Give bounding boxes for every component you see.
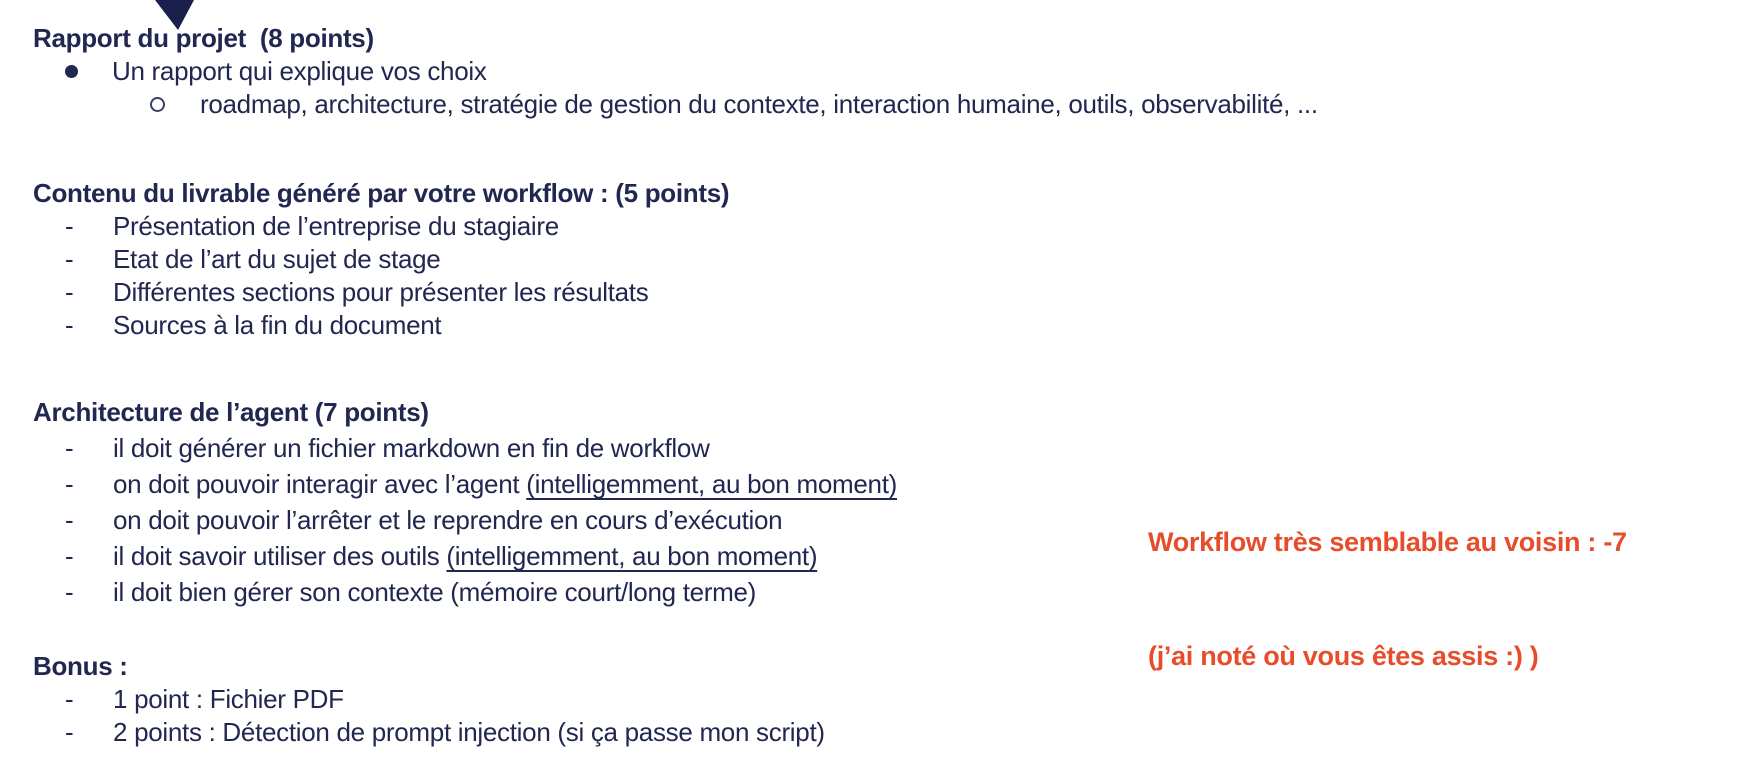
list-item: - il doit savoir utiliser des outils (in… xyxy=(33,538,1318,574)
section-architecture-agent: Architecture de l’agent (7 points) - il … xyxy=(33,394,1318,610)
list-item-text: il doit générer un fichier markdown en f… xyxy=(113,433,710,463)
list-item-text: Etat de l’art du sujet de stage xyxy=(113,244,441,274)
annotation-line-1: Workflow très semblable au voisin : -7 xyxy=(1148,527,1627,557)
circle-bullet-icon xyxy=(150,97,200,112)
underlined-text: (intelligemment, au bon moment) xyxy=(446,541,818,571)
list-item-text: 1 point : Fichier PDF xyxy=(113,684,344,714)
dash-marker: - xyxy=(65,717,74,747)
dash-marker: - xyxy=(65,684,74,714)
list-item: - 2 points : Détection de prompt injecti… xyxy=(33,716,1318,749)
dash-marker: - xyxy=(65,577,74,607)
section-rapport-du-projet: Rapport du projet (8 points) Un rapport … xyxy=(33,22,1318,121)
dash-marker: - xyxy=(65,211,74,241)
list-item: roadmap, architecture, stratégie de gest… xyxy=(33,88,1318,121)
list-item-text: on doit pouvoir interagir avec l’agent xyxy=(113,469,527,499)
dash-marker: - xyxy=(65,244,74,274)
list-item: - Présentation de l’entreprise du stagia… xyxy=(33,210,1318,243)
list-item: - il doit bien gérer son contexte (mémoi… xyxy=(33,574,1318,610)
grading-annotation: Workflow très semblable au voisin : -7 (… xyxy=(1148,447,1627,751)
list-item: - on doit pouvoir l’arrêter et le repren… xyxy=(33,502,1318,538)
dash-marker: - xyxy=(65,277,74,307)
list-item: - Etat de l’art du sujet de stage xyxy=(33,243,1318,276)
section-heading: Architecture de l’agent (7 points) xyxy=(33,394,1318,430)
list-item: - Sources à la fin du document xyxy=(33,309,1318,342)
list-item-text: Différentes sections pour présenter les … xyxy=(113,277,649,307)
heading-text: Architecture de l’agent (7 points) xyxy=(33,397,429,427)
list-item: Un rapport qui explique vos choix xyxy=(33,55,1318,88)
list-item-text: roadmap, architecture, stratégie de gest… xyxy=(200,89,1318,119)
heading-text: Bonus : xyxy=(33,651,128,681)
list-item-text: il doit bien gérer son contexte (mémoire… xyxy=(113,577,757,607)
list-item-text: on doit pouvoir l’arrêter et le reprendr… xyxy=(113,505,783,535)
list-item-text: Un rapport qui explique vos choix xyxy=(112,56,487,86)
list-item-text: Sources à la fin du document xyxy=(113,310,442,340)
dash-marker: - xyxy=(65,469,74,499)
dash-marker: - xyxy=(65,433,74,463)
section-contenu-livrable: Contenu du livrable généré par votre wor… xyxy=(33,177,1318,342)
list-item: - Différentes sections pour présenter le… xyxy=(33,276,1318,309)
list-item: - on doit pouvoir interagir avec l’agent… xyxy=(33,466,1318,502)
document-body: Rapport du projet (8 points) Un rapport … xyxy=(33,22,1318,749)
section-heading: Bonus : xyxy=(33,650,1318,683)
list-item: - 1 point : Fichier PDF xyxy=(33,683,1318,716)
heading-text: Contenu du livrable généré par votre wor… xyxy=(33,178,730,208)
dash-marker: - xyxy=(65,541,74,571)
dash-marker: - xyxy=(65,310,74,340)
dash-marker: - xyxy=(65,505,74,535)
list-item-text: il doit savoir utiliser des outils xyxy=(113,541,447,571)
list-item-text: Présentation de l’entreprise du stagiair… xyxy=(113,211,559,241)
heading-text: Rapport du projet (8 points) xyxy=(33,23,374,53)
section-heading: Contenu du livrable généré par votre wor… xyxy=(33,177,1318,210)
list-item-text: 2 points : Détection de prompt injection… xyxy=(113,717,825,747)
list-item: - il doit générer un fichier markdown en… xyxy=(33,430,1318,466)
underlined-text: (intelligemment, au bon moment) xyxy=(526,469,897,499)
section-heading: Rapport du projet (8 points) xyxy=(33,22,1318,55)
annotation-line-2: (j’ai noté où vous êtes assis :) ) xyxy=(1148,641,1539,671)
bullet-icon xyxy=(65,65,112,78)
section-bonus: Bonus : - 1 point : Fichier PDF - 2 poin… xyxy=(33,650,1318,749)
